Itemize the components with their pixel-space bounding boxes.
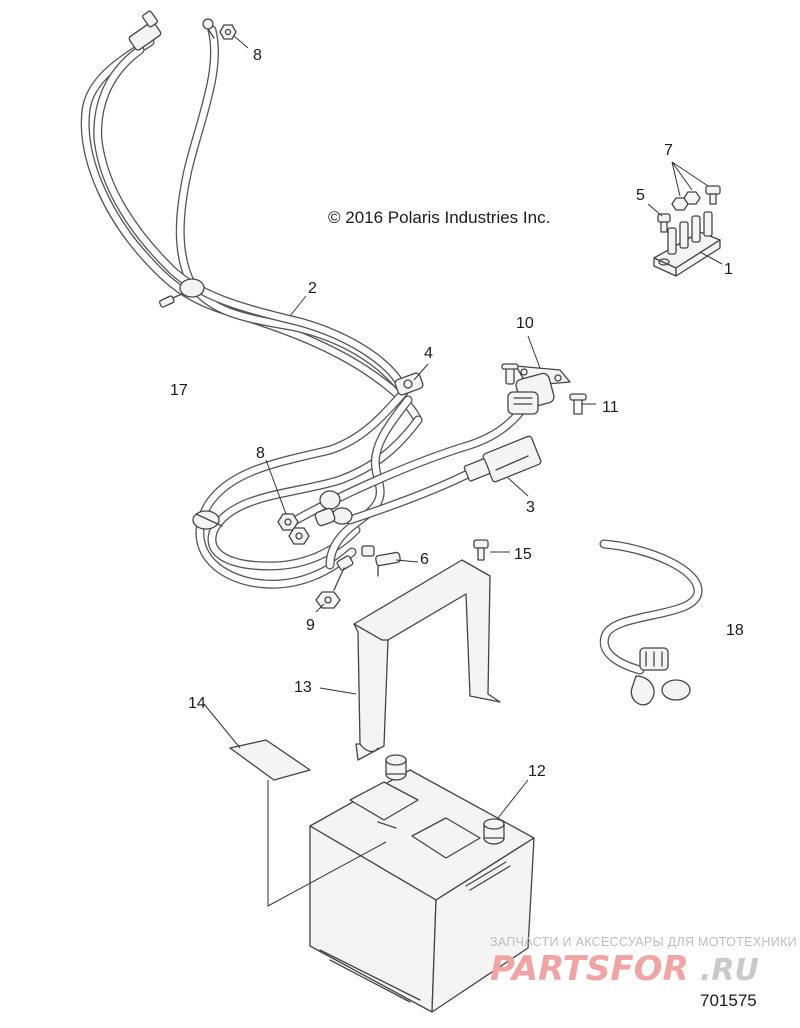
callout-5: 5 [636, 187, 645, 204]
screw-11 [569, 393, 587, 415]
main-harness [80, 25, 533, 589]
callout-8-lower: 8 [256, 445, 265, 462]
callout-1: 1 [724, 261, 733, 278]
leader-lines [203, 35, 723, 907]
callout-3: 3 [526, 499, 535, 516]
watermark-brand: PARTSFOR [490, 949, 689, 989]
ring-terminal [202, 18, 215, 39]
nut-9 [315, 591, 341, 609]
harness-connector-3 [463, 435, 542, 483]
watermark-tagline: ЗАПЧАСТИ И АКСЕССУАРЫ ДЛЯ МОТОТЕХНИКИ [490, 935, 797, 949]
screw-10-left [501, 363, 519, 385]
callout-9: 9 [306, 617, 315, 634]
terminal-4 [394, 372, 424, 396]
terminal-block-middle [314, 490, 353, 527]
bolt-15 [473, 539, 489, 561]
terminal-6 [361, 545, 401, 577]
callout-12: 12 [528, 763, 546, 780]
nut-8-top [219, 24, 237, 40]
screw-5 [657, 213, 671, 233]
callout-8-top: 8 [253, 47, 262, 64]
callout-6: 6 [420, 551, 429, 568]
terminal-9-wire [333, 555, 354, 591]
harness-clamp-lower [192, 510, 223, 530]
battery-cable-18 [599, 539, 703, 706]
terminal-block-1 [653, 211, 721, 277]
label-14 [229, 739, 311, 781]
callout-14: 14 [188, 695, 206, 712]
callout-10: 10 [516, 315, 534, 332]
harness-clamp-left [158, 278, 205, 308]
nuts-7 [671, 185, 721, 211]
watermark-domain: .RU [700, 953, 759, 988]
callout-11: 11 [602, 399, 619, 416]
harness-end-connector [128, 10, 162, 51]
callout-2: 2 [308, 280, 317, 297]
relay-bracket-10 [507, 365, 571, 415]
callout-4: 4 [424, 345, 433, 362]
battery-bracket-13 [353, 559, 501, 761]
callout-13: 13 [294, 679, 312, 696]
callout-18: 18 [726, 622, 744, 639]
figure-number: 701575 [700, 991, 757, 1010]
callout-15: 15 [514, 546, 532, 563]
callout-17: 17 [170, 382, 188, 399]
battery-12 [309, 754, 535, 1013]
callout-7: 7 [664, 142, 673, 159]
copyright-notice: © 2016 Polaris Industries Inc. [328, 208, 550, 227]
nut-8-lower [277, 513, 310, 545]
